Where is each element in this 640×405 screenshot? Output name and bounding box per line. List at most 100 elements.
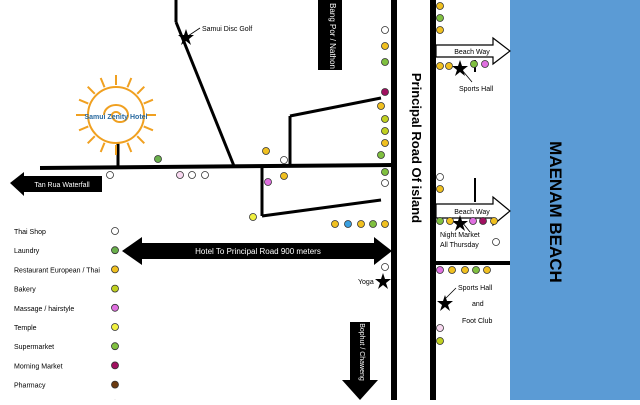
legend-label: Supermarket bbox=[14, 344, 54, 351]
poi-dot bbox=[448, 266, 456, 274]
poi-dot bbox=[436, 217, 444, 225]
poi-dot bbox=[381, 127, 389, 135]
poi-dot bbox=[369, 220, 377, 228]
legend-label: Temple bbox=[14, 325, 37, 332]
sun-ray bbox=[87, 86, 96, 95]
road-main-west bbox=[39, 163, 393, 170]
poi-dot bbox=[436, 324, 444, 332]
poi-dot bbox=[472, 266, 480, 274]
poi-dot bbox=[176, 171, 184, 179]
beach-way-label-1: Beach Way bbox=[454, 49, 490, 56]
poi-dot bbox=[377, 102, 385, 110]
star-icon bbox=[437, 295, 453, 311]
legend-swatch bbox=[111, 342, 119, 351]
poi-dot bbox=[381, 139, 389, 147]
legend-swatch bbox=[111, 303, 119, 312]
poi-dot bbox=[470, 60, 478, 68]
night-market-label-1: Night Market bbox=[440, 232, 480, 239]
beach-way-arrow-2: Beach Way bbox=[435, 195, 511, 227]
hotel-sun-icon bbox=[76, 75, 156, 155]
poi-dot bbox=[490, 217, 498, 225]
poi-dot bbox=[381, 42, 389, 50]
poi-dot bbox=[201, 171, 209, 179]
star-icon bbox=[178, 29, 194, 45]
sun-ray bbox=[78, 125, 89, 132]
poi-dot bbox=[106, 171, 114, 179]
poi-dot bbox=[381, 58, 389, 66]
beach-label: MAENAM BEACH bbox=[546, 141, 565, 283]
poi-dot bbox=[381, 220, 389, 228]
yoga-label: Yoga bbox=[358, 279, 374, 286]
poi-dot bbox=[249, 213, 257, 221]
sea bbox=[510, 0, 640, 400]
sun-ray bbox=[78, 98, 89, 105]
bang-por-label: Bang Por / Nathon bbox=[328, 3, 337, 69]
poi-dot bbox=[280, 156, 288, 164]
poi-dot bbox=[381, 115, 389, 123]
sun-ray bbox=[99, 142, 106, 153]
poi-dot bbox=[436, 14, 444, 22]
poi-dot bbox=[381, 263, 389, 271]
sports-hall-label-1: Sports Hall bbox=[459, 86, 494, 93]
legend-swatch bbox=[111, 265, 119, 274]
bophut-label: Bophut / Chaweng bbox=[358, 323, 365, 381]
sun-ray bbox=[99, 77, 106, 88]
poi-dot bbox=[436, 62, 444, 70]
poi-dot bbox=[436, 2, 444, 10]
hotel-label: Samui Zenity Hotel bbox=[84, 114, 147, 121]
principal-road-label: Principal Road Of island bbox=[409, 73, 424, 223]
legend-label: Bakery bbox=[14, 287, 36, 294]
road-branch-bottom bbox=[261, 198, 382, 218]
and-label: and bbox=[472, 301, 484, 308]
legend-label: Thai Shop bbox=[14, 229, 46, 236]
poi-dot bbox=[377, 151, 385, 159]
tan-rua-arrow: Tan Rua Waterfall bbox=[10, 172, 102, 196]
poi-dot bbox=[492, 238, 500, 246]
disc-golf-label: Samui Disc Golf bbox=[202, 26, 252, 33]
poi-dot bbox=[188, 171, 196, 179]
poi-dot bbox=[381, 179, 389, 187]
legend-label: Laundry bbox=[14, 248, 40, 255]
foot-club-label: Foot Club bbox=[462, 318, 492, 325]
legend-swatch bbox=[111, 227, 119, 235]
legend-label: Morning Market bbox=[14, 363, 63, 370]
legend-swatch bbox=[111, 323, 119, 331]
poi-dot bbox=[357, 220, 365, 228]
bang-por-arrow: Bang Por / Nathon bbox=[318, 0, 342, 70]
poi-dot bbox=[445, 62, 453, 70]
poi-dots bbox=[106, 2, 500, 345]
road-diagonal bbox=[174, 21, 236, 167]
poi-dot bbox=[331, 220, 339, 228]
legend-swatch bbox=[111, 380, 119, 389]
star-icon bbox=[375, 273, 391, 289]
sun-ray bbox=[87, 135, 96, 144]
road-loop-top bbox=[289, 96, 382, 118]
legend-label: Restaurant European / Thai bbox=[14, 267, 100, 274]
poi-dot bbox=[262, 147, 270, 155]
poi-dot bbox=[436, 185, 444, 193]
poi-dot bbox=[436, 266, 444, 274]
poi-dot bbox=[481, 60, 489, 68]
sun-ray bbox=[126, 142, 133, 153]
bophut-arrow: Bophut / Chaweng bbox=[342, 322, 378, 400]
poi-dot bbox=[436, 26, 444, 34]
tan-rua-label: Tan Rua Waterfall bbox=[34, 182, 90, 189]
hotel-road-arrow: Hotel To Principal Road 900 meters bbox=[122, 237, 392, 265]
hotel-road-label: Hotel To Principal Road 900 meters bbox=[195, 247, 321, 256]
legend-swatch bbox=[111, 246, 119, 255]
legend-label: Massage / hairstyle bbox=[14, 306, 74, 313]
poi-dot bbox=[381, 168, 389, 176]
sun-ray bbox=[143, 125, 154, 132]
legend-swatch bbox=[111, 284, 119, 293]
poi-dot bbox=[264, 178, 272, 186]
poi-dot bbox=[154, 155, 162, 163]
poi-dot bbox=[436, 173, 444, 181]
sports-hall-label-2: Sports Hall bbox=[458, 285, 493, 292]
legend-label: Pharmacy bbox=[14, 383, 46, 390]
poi-dot bbox=[479, 217, 487, 225]
poi-dot bbox=[469, 217, 477, 225]
poi-dot bbox=[483, 266, 491, 274]
